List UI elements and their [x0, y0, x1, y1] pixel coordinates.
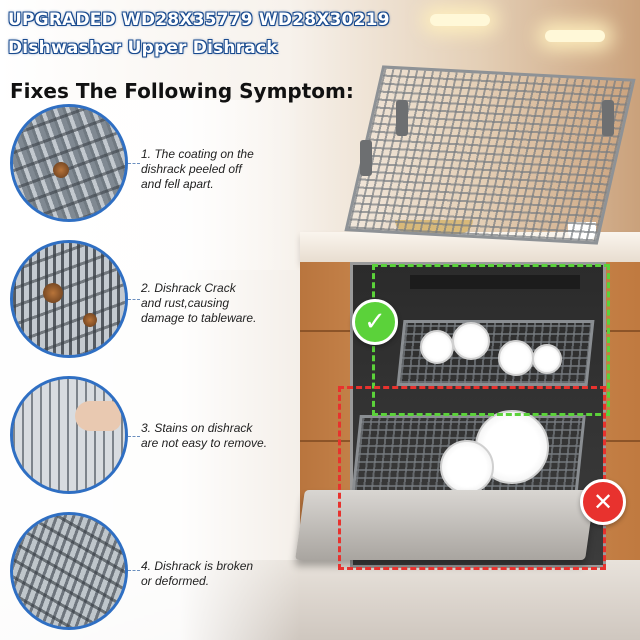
plate — [420, 330, 454, 364]
symptom-photo-4 — [10, 512, 128, 630]
rack-clip — [602, 100, 614, 136]
plate — [532, 344, 562, 374]
symptom-heading: Fixes The Following Symptom: — [10, 79, 354, 103]
hand — [75, 401, 121, 431]
connector-line — [128, 299, 140, 301]
rack-clip — [360, 140, 372, 176]
wrong-rack-zone — [338, 386, 606, 570]
dishwasher-rail — [410, 275, 580, 289]
connector-line — [128, 163, 140, 165]
plate — [498, 340, 534, 376]
x-icon: ✕ — [580, 479, 626, 525]
symptom-text-1: 1. The coating on the dishrack peeled of… — [141, 147, 254, 191]
symptom-text-4: 4. Dishrack is broken or deformed. — [141, 559, 254, 588]
symptom-text-2: 2. Dishrack Crack and rust,causing damag… — [141, 281, 257, 325]
ceiling-light — [545, 30, 605, 42]
connector-line — [128, 570, 140, 572]
ceiling-light — [430, 14, 490, 26]
plate — [440, 440, 494, 494]
page-subtitle: Dishwasher Upper Dishrack — [8, 38, 278, 58]
page-title: UPGRADED WD28X35779 WD28X30219 — [8, 10, 390, 30]
plate — [452, 322, 490, 360]
new-dishrack — [344, 65, 636, 245]
symptom-photo-2 — [10, 240, 128, 358]
symptom-photo-1 — [10, 104, 128, 222]
symptom-text-3: 3. Stains on dishrack are not easy to re… — [141, 421, 268, 450]
rack-clip — [396, 100, 408, 136]
check-icon: ✓ — [352, 299, 398, 345]
connector-line — [128, 436, 140, 438]
symptom-photo-3 — [10, 376, 128, 494]
